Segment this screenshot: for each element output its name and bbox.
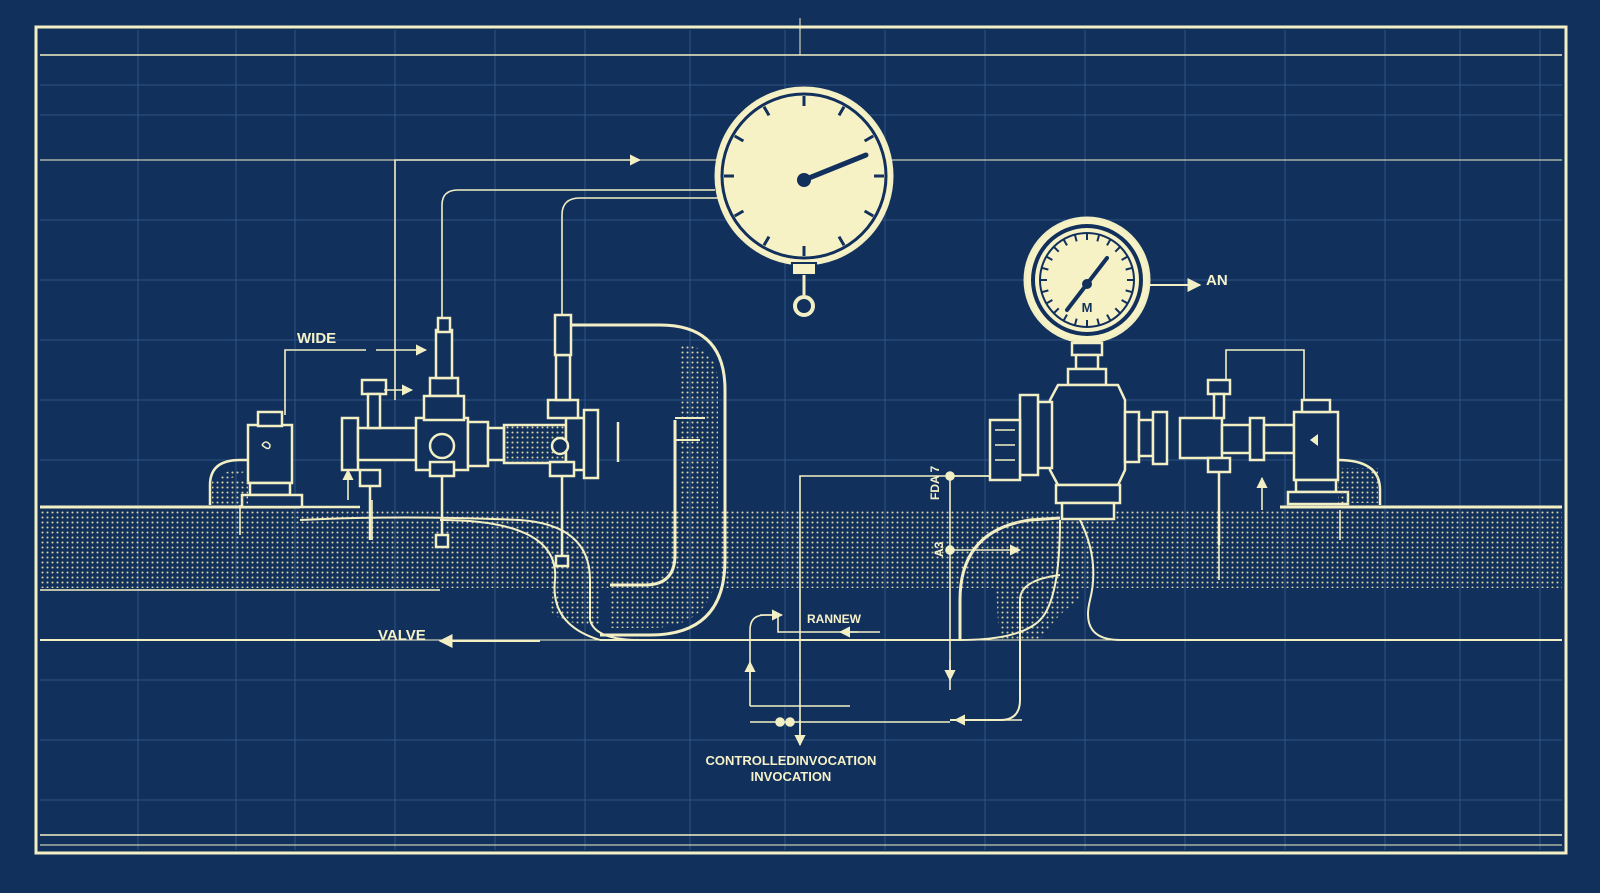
gauge-tick xyxy=(837,235,846,247)
gauge-tick xyxy=(1062,314,1068,322)
gauge-tick xyxy=(733,209,745,218)
gauge-tick xyxy=(1045,255,1053,261)
gauge-tick xyxy=(1106,238,1112,246)
gauge-letter: M xyxy=(1082,300,1093,315)
left-valve-assembly xyxy=(208,313,620,568)
label-an: AN xyxy=(1206,272,1228,289)
gauge-tick xyxy=(762,105,771,117)
left-control-lines xyxy=(239,154,718,540)
gauge-tick xyxy=(762,235,771,247)
gauge-tick xyxy=(733,134,745,143)
main-pipe xyxy=(40,505,1562,591)
gauge-tick xyxy=(1106,314,1112,322)
gauge-tick xyxy=(863,209,875,218)
label-fda7: FDA 7 xyxy=(928,465,942,500)
u-bend-pipe xyxy=(299,323,727,641)
gauge-tick xyxy=(863,134,875,143)
label-controlled-invocation: CONTROLLEDINVOCATION xyxy=(706,753,877,768)
valve-flow-line xyxy=(40,634,540,648)
gauge-tick xyxy=(1125,289,1133,294)
gauge-tick xyxy=(1062,238,1068,246)
gauge-tick xyxy=(1125,266,1133,271)
label-invocation: INVOCATION xyxy=(751,769,832,784)
gauge-tick xyxy=(1114,246,1121,253)
gauge-tick xyxy=(1053,246,1060,253)
label-valve: VALVE xyxy=(378,627,426,644)
gauge-tick xyxy=(1114,307,1121,314)
pressure-gauge-icon xyxy=(714,86,894,317)
gauge-tick xyxy=(1053,307,1060,314)
gauge-tick xyxy=(1121,299,1129,305)
right-control-lines xyxy=(744,349,1341,747)
pressure-gauge-small-icon: M xyxy=(1023,216,1202,344)
gauge-tick xyxy=(1073,318,1078,326)
label-wide: WIDE xyxy=(297,330,336,347)
gauge-tick xyxy=(1096,234,1101,242)
right-valve-assembly xyxy=(988,341,1382,545)
gauge-tick xyxy=(1121,255,1129,261)
gauge-tick xyxy=(1096,318,1101,326)
label-rannew: RANNEW xyxy=(807,612,862,626)
gauge-tick xyxy=(1073,234,1078,242)
gauge-tick xyxy=(1041,266,1049,271)
gauge-tick xyxy=(837,105,846,117)
gauge-tick xyxy=(1041,289,1049,294)
gauge-tick xyxy=(1045,299,1053,305)
label-a3: A3 xyxy=(932,541,946,557)
